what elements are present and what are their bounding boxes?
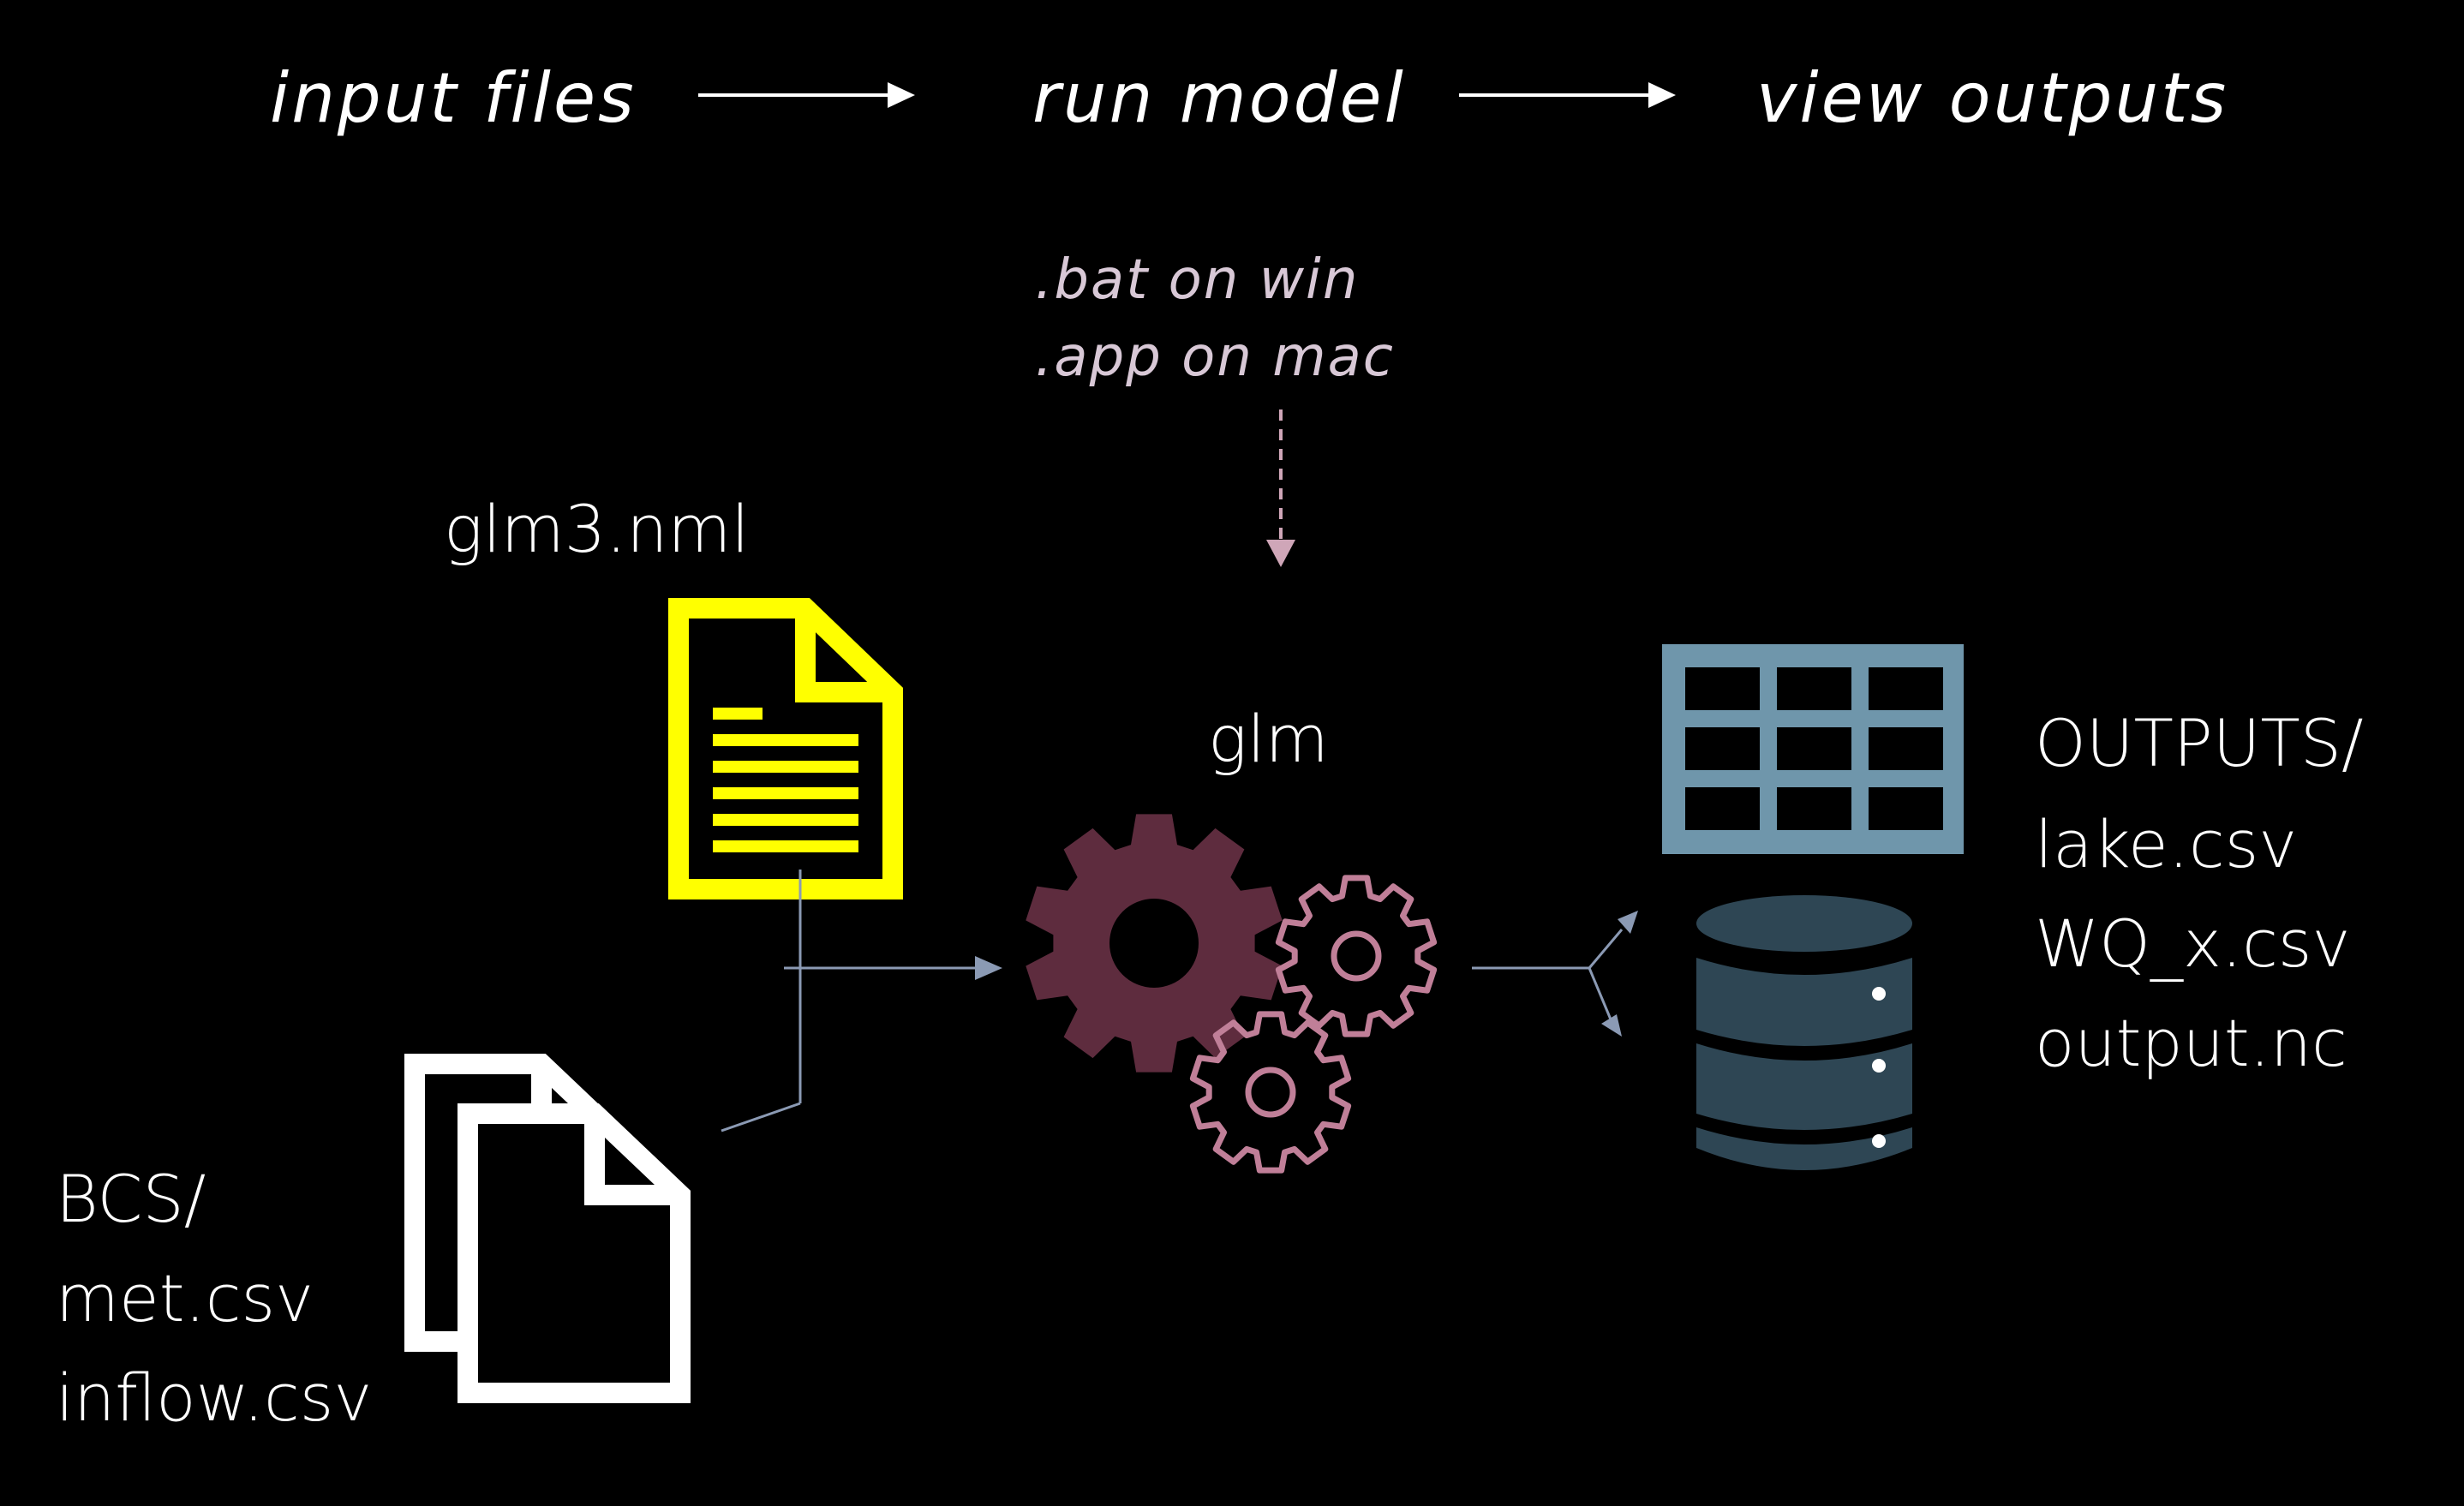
bcs-file-inflow: inflow.csv <box>56 1360 373 1436</box>
output-file-lake: lake.csv <box>2035 806 2298 882</box>
dashed-arrow <box>1266 409 1295 567</box>
output-arrowhead-up <box>1618 911 1638 934</box>
bcs-file-met: met.csv <box>56 1260 314 1336</box>
input-connector <box>721 870 977 1132</box>
gear-hole <box>1245 1067 1296 1118</box>
gear-small-icon <box>1189 1011 1352 1174</box>
boundary-files-icon <box>404 1054 691 1403</box>
model-label: glm <box>1208 701 1329 777</box>
gear-body <box>1189 1011 1352 1174</box>
outputs-folder-label: OUTPUTS/ <box>2035 705 2364 781</box>
pipeline-arrow-2 <box>1459 82 1676 108</box>
table-icon <box>1662 644 1964 854</box>
config-file-label: glm3.nml <box>444 491 750 567</box>
output-connector <box>1472 929 1624 1020</box>
step-run-model: run model <box>1032 58 1406 138</box>
note-mac: .app on mac <box>1035 326 1395 389</box>
config-document-icon <box>668 598 903 899</box>
note-windows: .bat on win <box>1035 248 1360 312</box>
output-file-wq: WQ_x.csv <box>2035 905 2351 982</box>
gear-hole <box>1331 930 1382 982</box>
output-arrowhead-down <box>1601 1014 1622 1037</box>
gear-hole <box>1109 899 1199 988</box>
output-file-nc: output.nc <box>2035 1005 2347 1081</box>
step-input-files: input files <box>270 58 637 138</box>
gear-body <box>1275 875 1438 1037</box>
database-icon <box>1696 895 1912 1170</box>
bcs-folder-label: BCS/ <box>56 1161 206 1237</box>
gear-small-icon <box>1275 875 1438 1037</box>
gear-large-icon <box>1026 814 1283 1073</box>
pipeline-arrow-1 <box>698 82 915 108</box>
input-connector-arrowhead <box>975 956 1002 980</box>
step-view-outputs: view outputs <box>1756 58 2229 138</box>
